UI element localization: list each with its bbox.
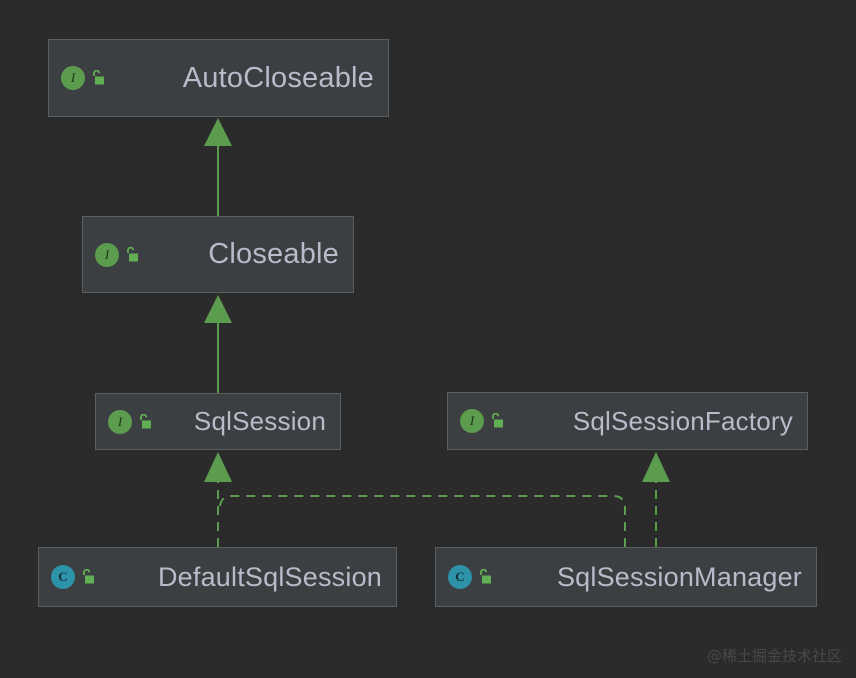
node-closeable[interactable]: I Closeable (82, 216, 354, 293)
edge-closeable-to-autocloseable (204, 118, 232, 216)
unlocked-padlock-icon (137, 413, 152, 430)
interface-badge-icon: I (95, 242, 119, 267)
edge-defaultsqlsession-to-sqlsession (204, 452, 232, 547)
node-sqlsessionmanager[interactable]: C SqlSessionManager (435, 547, 817, 607)
node-label: SqlSession (193, 406, 326, 436)
node-label: SqlSessionManager (556, 561, 802, 592)
class-badge-icon: C (448, 565, 472, 589)
unlocked-padlock-icon (80, 569, 95, 585)
node-icons: I (95, 242, 139, 267)
node-icons: C (51, 565, 95, 589)
interface-badge-icon: I (460, 409, 484, 433)
edge-sqlsessionmanager-to-sqlsession (219, 495, 626, 547)
node-autocloseable[interactable]: I AutoCloseable (48, 39, 389, 117)
node-label: DefaultSqlSession (157, 561, 382, 592)
node-icons: C (448, 565, 492, 589)
unlocked-padlock-icon (489, 413, 504, 429)
interface-badge-icon: I (108, 409, 132, 434)
node-defaultsqlsession[interactable]: C DefaultSqlSession (38, 547, 397, 607)
unlocked-padlock-icon (124, 246, 139, 263)
watermark: @稀土掘金技术社区 (706, 647, 842, 665)
node-label: AutoCloseable (182, 61, 374, 94)
node-label: Closeable (208, 238, 339, 270)
edge-sqlsession-to-closeable (204, 295, 232, 393)
interface-badge-icon: I (61, 66, 85, 90)
node-label: SqlSessionFactory (572, 405, 793, 436)
node-icons: I (460, 409, 504, 433)
node-icons: I (108, 409, 152, 434)
unlocked-padlock-icon (477, 569, 492, 585)
node-sqlsession[interactable]: I SqlSession (95, 393, 341, 450)
node-sqlsessionfactory[interactable]: I SqlSessionFactory (447, 392, 808, 450)
class-badge-icon: C (51, 565, 75, 589)
edge-sqlsessionmanager-to-sqlsessionfactory (642, 452, 670, 547)
node-icons: I (61, 66, 105, 90)
unlocked-padlock-icon (90, 70, 105, 86)
